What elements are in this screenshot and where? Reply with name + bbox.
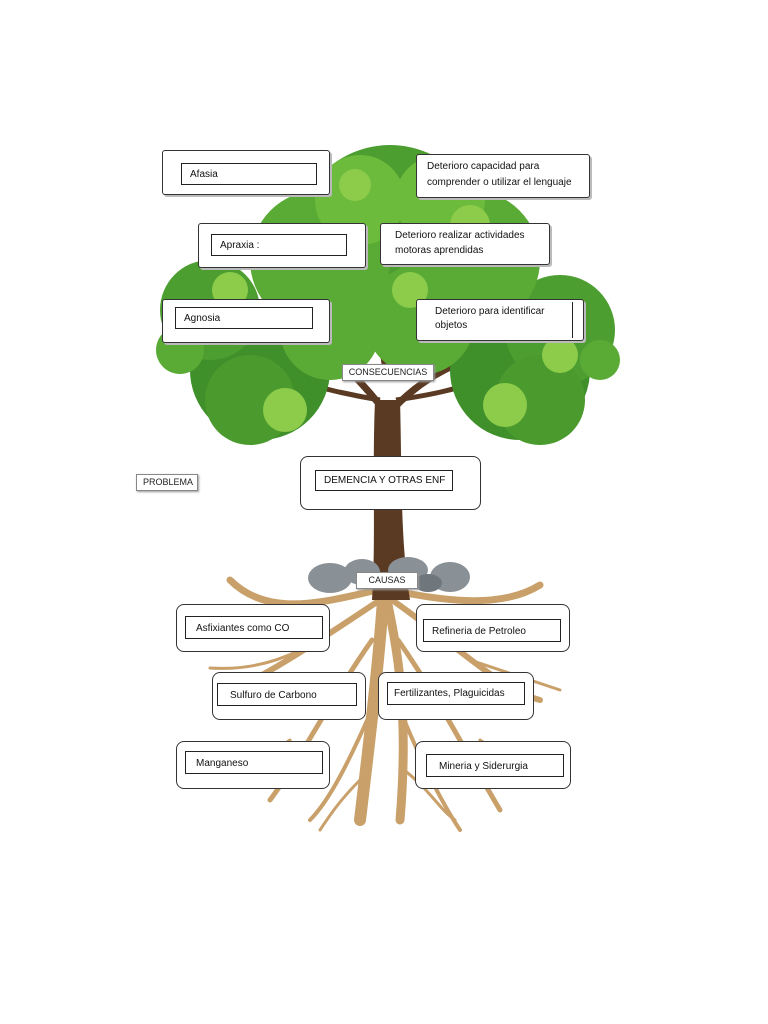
agnosia-label: Agnosia (175, 307, 313, 329)
mineria-box: Mineria y Siderurgia (415, 741, 571, 789)
afasia-description-box: Deterioro capacidad para comprender o ut… (416, 154, 590, 198)
consecuencias-label: CONSECUENCIAS (342, 364, 434, 381)
afasia-box: Afasia (162, 150, 330, 195)
asfixiantes-box: Asfixiantes como CO (176, 604, 330, 652)
afasia-label: Afasia (181, 163, 317, 185)
refineria-label: Refineria de Petroleo (423, 619, 561, 642)
apraxia-description-line-2: motoras aprendidas (395, 245, 484, 256)
apraxia-box: Apraxia : (198, 223, 366, 268)
problem-title: DEMENCIA Y OTRAS ENF (315, 470, 453, 491)
afasia-description-line-2: comprender o utilizar el lenguaje (427, 177, 572, 188)
problem-box: DEMENCIA Y OTRAS ENF (300, 456, 481, 510)
agnosia-description-box: Deterioro para identificar objetos (416, 299, 584, 341)
fertilizantes-label: Fertilizantes, Plaguicidas (387, 682, 525, 705)
agnosia-description: Deterioro para identificar objetos (427, 302, 573, 338)
apraxia-description-box: Deterioro realizar actividades motoras a… (380, 223, 550, 265)
agnosia-description-line-1: Deterioro para identificar (435, 306, 545, 317)
causas-label: CAUSAS (356, 572, 418, 589)
apraxia-description-line-1: Deterioro realizar actividades (395, 230, 525, 241)
mineria-label: Mineria y Siderurgia (426, 754, 564, 777)
apraxia-label: Apraxia : (211, 234, 347, 256)
fertilizantes-box: Fertilizantes, Plaguicidas (378, 672, 534, 720)
refineria-box: Refineria de Petroleo (416, 604, 570, 652)
agnosia-box: Agnosia (162, 299, 330, 343)
sulfuro-label: Sulfuro de Carbono (217, 683, 357, 706)
manganeso-box: Manganeso (176, 741, 330, 789)
manganeso-label: Manganeso (185, 751, 323, 774)
asfixiantes-label: Asfixiantes como CO (185, 616, 323, 639)
problema-label: PROBLEMA (136, 474, 198, 491)
agnosia-description-line-2: objetos (435, 320, 468, 331)
sulfuro-box: Sulfuro de Carbono (212, 672, 366, 720)
afasia-description-line-1: Deterioro capacidad para (427, 161, 540, 172)
